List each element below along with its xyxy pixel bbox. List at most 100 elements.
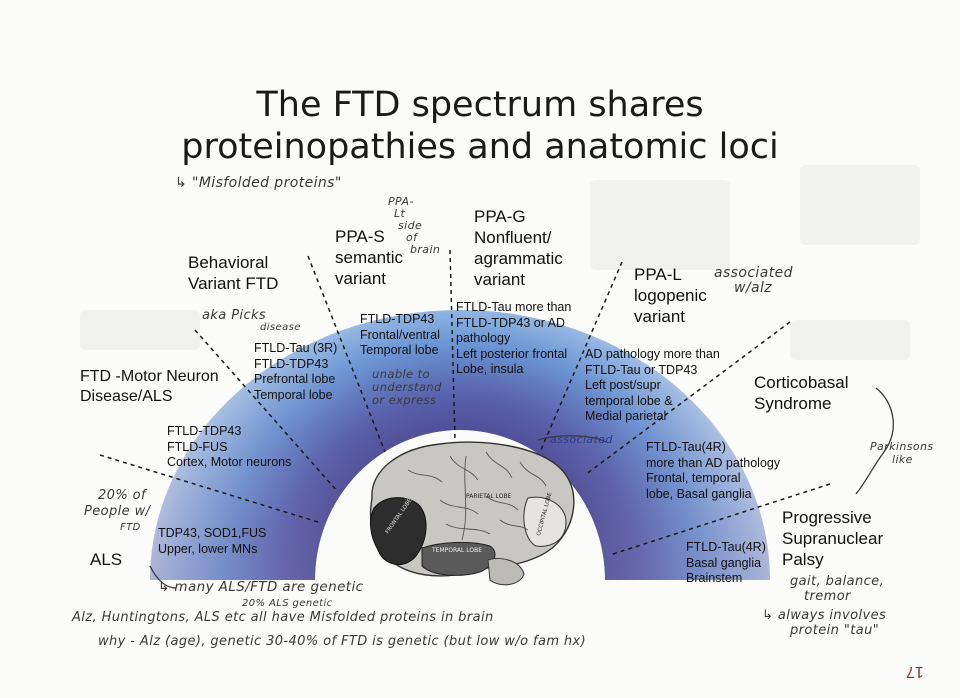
page-title: The FTD spectrum shares proteinopathies … [0,84,960,168]
bvftd-name-line: Behavioral [188,253,269,272]
psp-detail-line: FTLD-Tau(4R) [686,540,766,554]
ppas-name-line: PPA-S [335,227,385,246]
ppal-detail-line: FTLD-Tau or TDP43 [585,362,698,377]
underline-stroke [537,435,607,443]
hw-line: side [398,219,423,232]
ftdmnd-detail: FTLD-TDP43 FTLD-FUS Cortex, Motor neuron… [167,424,291,471]
als-detail-line: TDP43, SOD1,FUS [158,526,267,540]
handwritten-twenty-als-note: 20% ALS genetic [242,598,333,609]
ppag-name-line: variant [474,270,526,289]
handwritten-many-als-note: ↳ many ALS/FTD are genetic [158,579,364,595]
hw-line: understand [372,380,442,394]
cbs-detail-line: Frontal, temporal [646,471,741,485]
bvftd-detail-line: Prefrontal lobe [254,372,336,386]
handwritten-associated2-note: associated [550,433,613,446]
ppas-name-line: variant [335,269,387,288]
bvftd-name-line: Variant FTD [188,274,279,293]
bleed-through-block [80,310,200,350]
hw-line: tremor [804,589,851,604]
hw-line: disease [260,322,301,333]
hw-line: Parkinsons [870,440,934,453]
cbs-detail-line: FTLD-Tau(4R) [646,440,726,454]
hw-line: associated [714,265,793,281]
bleed-through-block [790,320,910,360]
hw-line: Lt [394,207,406,220]
hw-line: aka Picks [202,308,267,323]
ppag-detail: FTLD-Tau more than FTLD-TDP43 or AD path… [456,300,571,378]
ppal-name-line: logopenic [634,286,707,305]
als-detail: TDP43, SOD1,FUS Upper, lower MNs [158,526,266,557]
psp-name-line: Palsy [782,550,824,569]
ftdmnd-detail-line: Cortex, Motor neurons [167,455,292,469]
als-name: ALS [90,550,123,569]
ppag-detail-line: FTLD-TDP43 or AD [456,315,566,330]
ppag-name: PPA-G Nonfluent/ agrammatic variant [474,206,563,290]
divider-line [584,321,791,476]
bracket-stroke [855,387,894,495]
ftdmnd-detail-line: FTLD-TDP43 [167,424,242,438]
bvftd-detail-line: FTLD-TDP43 [254,356,329,371]
pen-strokes [149,387,894,589]
hw-line: People w/ [84,504,151,519]
divider-lines [99,249,831,556]
ftdmnd-name: FTD -Motor Neuron Disease/ALS [80,367,219,407]
hw-line: gait, balance, [790,574,885,589]
handwritten-associated-note: associated w/alz [714,266,793,296]
ppal-detail-line: temporal lobe & [585,393,673,408]
handwritten-unable-note: unable to understand or express [372,368,442,407]
als-detail-line: Upper, lower MNs [158,541,258,556]
handwritten-parkinsons-note: Parkinsons like [870,440,933,466]
page-number: 17 [906,663,924,680]
spectrum-arc-shade [150,310,770,580]
cbs-detail-line: more than AD pathology [646,455,781,470]
title-line-2: proteinopathies and anatomic loci [181,127,779,167]
handwritten-note-2: why - Alz (age), genetic 30-40% of FTD i… [98,634,587,649]
hw-line: FTD [120,522,141,533]
bvftd-detail: FTLD-Tau (3R) FTLD-TDP43 Prefrontal lobe… [254,341,337,403]
bvftd-detail-line: FTLD-Tau (3R) [254,341,338,355]
ppas-name: PPA-S semantic variant [335,226,403,289]
bvftd-name: Behavioral Variant FTD [188,252,278,294]
hw-line: 20% of [98,488,146,503]
ppag-detail-line: FTLD-Tau more than [456,300,572,314]
ppal-detail-line: Left post/supr [585,378,661,392]
cbs-name-line: Syndrome [754,394,832,413]
hw-line: of [406,231,418,244]
ppag-detail-line: pathology [456,331,511,345]
handwritten-gait-note: gait, balance, tremor [790,574,884,604]
psp-name: Progressive Supranuclear Palsy [782,507,883,570]
ppal-name: PPA-L logopenic variant [634,264,707,327]
temporal-lobe-label: TEMPORAL LOBE [431,547,482,554]
bleed-through-block [800,165,920,245]
ppas-detail-line: FTLD-TDP43 [360,312,435,326]
title-line-1: The FTD spectrum shares [256,85,704,125]
ppag-detail-line: Lobe, insula [456,362,524,376]
brain-illustration [369,441,575,586]
handwritten-note-1: Alz, Huntingtons, ALS etc all have Misfo… [72,610,494,625]
psp-name-line: Supranuclear [782,529,884,548]
handwritten-always-note: ↳ always involves protein "tau" [762,608,886,638]
psp-detail: FTLD-Tau(4R) Basal ganglia Brainstem [686,540,766,587]
cbs-name: Corticobasal Syndrome [754,372,849,414]
handwritten-picks-note: aka Picks disease [202,308,301,334]
ftdmnd-name-line: Disease/ALS [80,388,173,405]
psp-name-line: Progressive [782,508,872,527]
ppal-name-line: PPA-L [634,265,682,284]
ppal-name-line: variant [634,307,686,326]
hw-line: brain [410,243,441,256]
ppag-name-line: Nonfluent/ [474,228,552,247]
ppas-detail: FTLD-TDP43 Frontal/ventral Temporal lobe [360,312,440,359]
parietal-lobe-label: PARIETAL LOBE [466,493,512,500]
bvftd-detail-line: Temporal lobe [254,387,333,402]
hw-line: or express [372,393,437,407]
hw-line: protein "tau" [790,623,880,638]
handwritten-misfolded-note: ↳ "Misfolded proteins" [175,175,342,191]
ppas-name-line: semantic [335,248,404,267]
divider-line [609,483,831,556]
ppal-detail: AD pathology more than FTLD-Tau or TDP43… [585,347,720,425]
ppal-detail-line: Medial parietal [585,409,667,423]
cbs-detail: FTLD-Tau(4R) more than AD pathology Fron… [646,440,780,502]
ppas-detail-line: Temporal lobe [360,343,439,357]
